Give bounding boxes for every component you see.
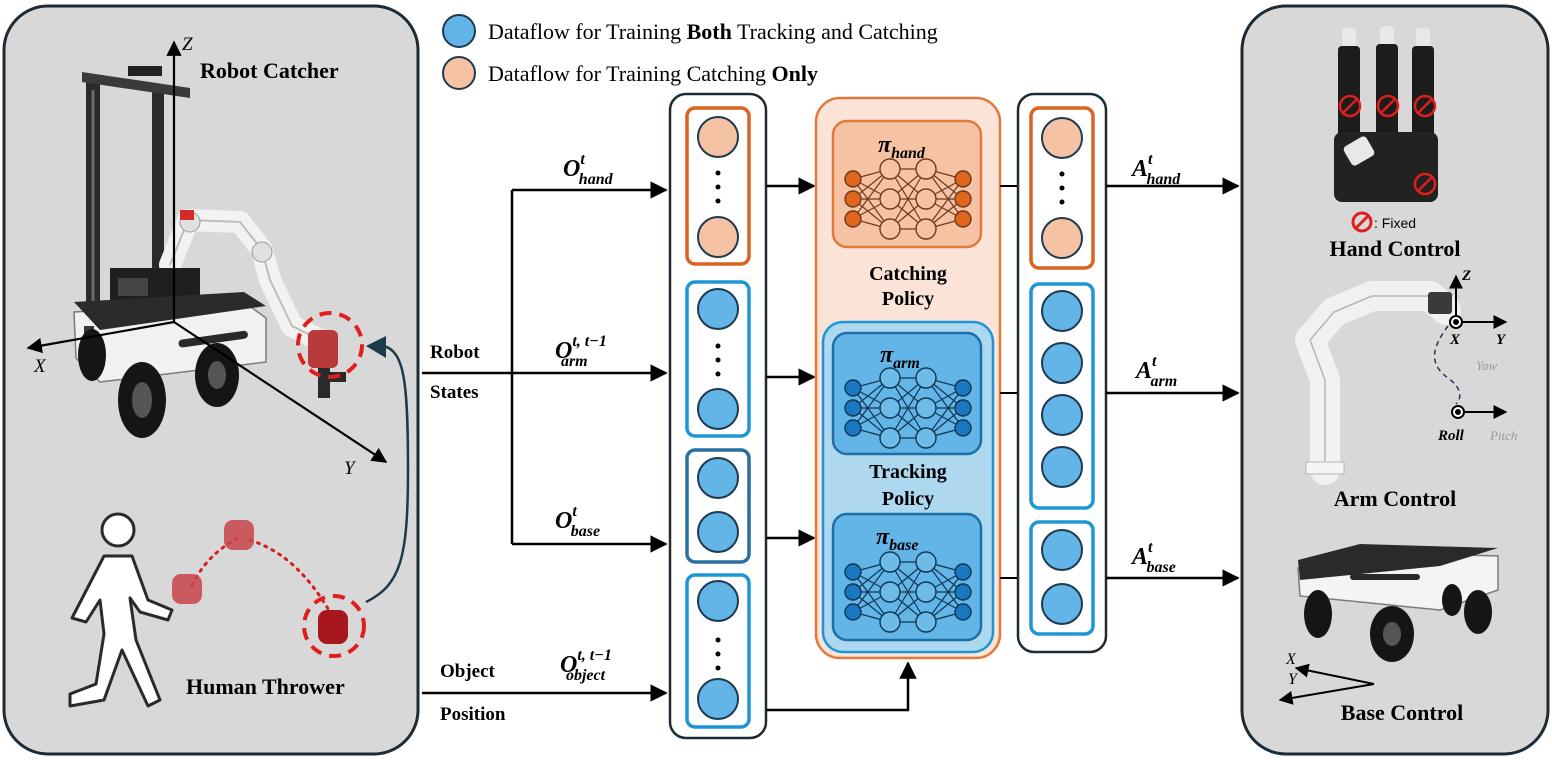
robot-catcher-label: Robot Catcher (200, 58, 339, 83)
tracking-policy-label-1: Tracking (869, 461, 946, 483)
axis-y-label: Y (344, 458, 357, 479)
robot-hand-image (1334, 26, 1438, 202)
human-thrower-label: Human Thrower (186, 674, 345, 699)
input-node-column (668, 92, 768, 740)
output-node-column (1016, 92, 1108, 654)
base-control-label: Base Control (1341, 700, 1463, 725)
legend-orange-swatch (442, 56, 476, 90)
feedback-arrowhead (366, 336, 386, 358)
base-axes (1278, 663, 1375, 705)
output-arrows (1106, 177, 1240, 587)
catching-policy-label-2: Policy (882, 288, 934, 310)
output-arm-group (1029, 282, 1095, 510)
catching-policy-label-1: Catching (869, 263, 947, 285)
base-axis-x-label: X (1285, 651, 1297, 668)
input-node (697, 388, 739, 430)
output-node (1041, 446, 1083, 488)
arm-axis-z-label: Z (1461, 268, 1471, 284)
right-panel: : Fixed Hand Control Z X Y Yaw Roll Pitc… (1240, 4, 1550, 756)
roll-label: Roll (1437, 428, 1465, 444)
input-routing (422, 181, 668, 702)
input-node (697, 116, 739, 158)
input-base-group (685, 448, 751, 564)
robot-states-label-2: States (430, 382, 479, 403)
policy-to-output-lines (1000, 185, 1018, 579)
robot-states-label-1: Robot (430, 342, 480, 363)
input-node (697, 580, 739, 622)
arm-control-label: Arm Control (1334, 486, 1456, 511)
column-to-policy-arrows (766, 177, 917, 712)
pi-hand-box (831, 119, 983, 249)
output-node (1041, 394, 1083, 436)
input-object-group (685, 573, 751, 729)
fixed-icon (1351, 211, 1373, 233)
input-node (697, 216, 739, 258)
legend-both-text: Dataflow for Training Both Tracking and … (488, 19, 938, 44)
pi-arm-label: πarm (880, 342, 920, 372)
human-thrower-icon (68, 512, 174, 708)
pi-base-box (831, 512, 983, 642)
fixed-label: : Fixed (1374, 215, 1416, 231)
robot-catcher-image (73, 66, 364, 438)
axis-z-label: Z (182, 34, 193, 55)
left-panel: Z X Y Robot Catcher Human Thrower (2, 4, 420, 756)
input-arm-group (685, 280, 751, 438)
input-hand-group (685, 106, 751, 266)
output-node (1041, 117, 1083, 159)
arm-axis-y-label: Y (1496, 332, 1507, 348)
output-node (1041, 342, 1083, 384)
output-node (1041, 217, 1083, 259)
hand-control-label: Hand Control (1329, 236, 1460, 261)
output-node (1041, 583, 1083, 625)
feedback-arrow (365, 344, 410, 604)
robot-frame-axes (26, 40, 388, 463)
pi-base-label: πbase (876, 524, 918, 554)
yaw-arc (1433, 325, 1461, 405)
output-base-group (1029, 520, 1095, 636)
pi-hand-label: πhand (878, 132, 926, 162)
output-node (1041, 529, 1083, 571)
input-node (697, 511, 739, 553)
pitch-label: Pitch (1489, 428, 1517, 443)
input-node (697, 457, 739, 499)
legend-only-text: Dataflow for Training Catching Only (488, 61, 818, 86)
output-hand-group (1029, 106, 1095, 270)
arm-axis-x-label: X (1449, 332, 1461, 348)
input-node (697, 678, 739, 720)
throw-trajectory (172, 520, 366, 658)
arm-axes (1449, 274, 1508, 419)
legend-blue-swatch (442, 14, 476, 48)
input-node (697, 288, 739, 330)
tracking-policy-label-2: Policy (882, 488, 934, 510)
object-position-label-1: Object (440, 661, 496, 682)
mobile-base-image (1297, 544, 1499, 662)
output-node (1041, 290, 1083, 332)
yaw-label: Yaw (1476, 358, 1498, 373)
robot-arm-image (1295, 281, 1461, 485)
base-axis-y-label: Y (1288, 671, 1299, 688)
axis-x-label: X (33, 356, 47, 377)
policy-block: πhand Catching Policy πarm Tracking Poli… (814, 96, 1002, 660)
object-position-label-2: Position (440, 704, 506, 725)
legend: Dataflow for Training Both Tracking and … (442, 14, 938, 90)
